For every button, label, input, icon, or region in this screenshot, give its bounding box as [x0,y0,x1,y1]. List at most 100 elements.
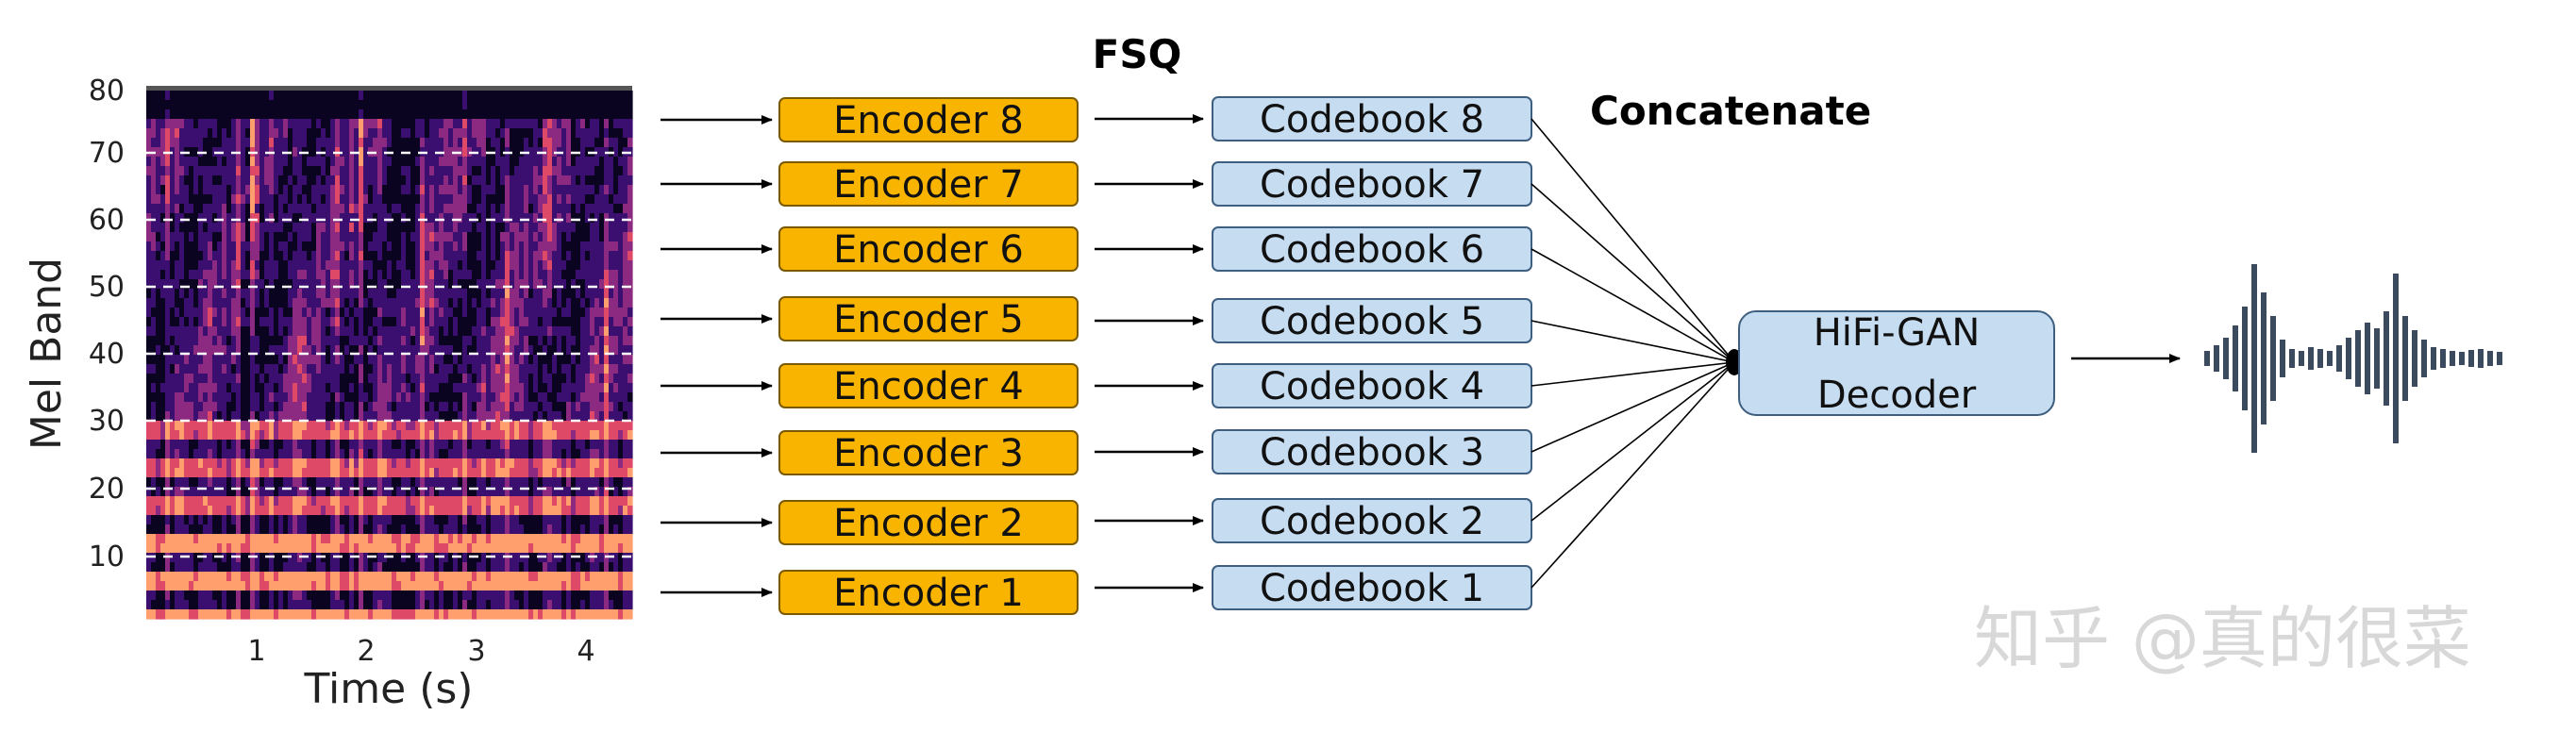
spectrogram-cell [429,109,435,120]
spectrogram-cell [406,317,411,327]
spectrogram-cell [448,496,454,507]
spectrogram-cell [443,251,449,261]
spectrogram-cell [311,468,317,478]
spectrogram-cell [519,374,525,384]
spectrogram-cell [179,279,185,290]
spectrogram-cell [429,534,435,544]
spectrogram-cell [377,487,383,497]
spectrogram-cell [349,402,355,412]
spectrogram-cell [505,543,510,554]
spectrogram-cell [297,383,303,393]
spectrogram-cell [231,477,237,488]
spectrogram-cell [495,251,501,261]
spectrogram-cell [462,487,468,497]
spectrogram-cell [307,260,312,271]
spectrogram-cell [311,119,317,129]
spectrogram-cell [486,534,492,544]
spectrogram-cell [510,374,515,384]
spectrogram-cell [160,553,166,563]
spectrogram-cell [392,524,397,535]
spectrogram-cell [382,345,388,356]
spectrogram-cell [514,119,520,129]
spectrogram-cell [255,100,260,110]
spectrogram-cell [491,383,496,393]
spectrogram-cell [533,383,539,393]
spectrogram-cell [354,449,360,459]
spectrogram-cell [519,223,525,233]
spectrogram-cell [278,270,284,280]
spectrogram-cell [477,524,482,535]
spectrogram-cell [462,609,468,620]
spectrogram-cell [184,440,190,450]
spectrogram-cell [259,430,265,441]
spectrogram-cell [453,317,459,327]
spectrogram-cell [505,260,510,271]
spectrogram-cell [477,213,482,224]
spectrogram-cell [382,534,388,544]
spectrogram-cell [179,402,185,412]
spectrogram-cell [420,279,426,290]
spectrogram-cell [321,260,326,271]
spectrogram-cell [212,487,218,497]
spectrogram-cell [392,609,397,620]
spectrogram-cell [439,119,444,129]
spectrogram-cell [170,166,176,176]
spectrogram-cell [462,185,468,195]
spectrogram-cell [344,194,350,205]
spectrogram-cell [189,591,194,601]
spectrogram-cell [236,562,242,573]
spectrogram-cell [552,270,558,280]
spectrogram-cell [198,100,204,110]
spectrogram-cell [255,392,260,403]
spectrogram-cell [439,496,444,507]
spectrogram-cell [552,298,558,308]
spectrogram-cell [269,232,275,242]
spectrogram-cell [179,609,185,620]
spectrogram-cell [274,421,279,431]
spectrogram-cell [415,591,421,601]
spectrogram-cell [307,251,312,261]
spectrogram-cell [519,345,525,356]
spectrogram-cell [477,430,482,441]
spectrogram-cell [524,581,529,591]
spectrogram-cell [297,260,303,271]
spectrogram-cell [524,421,529,431]
spectrogram-cell [226,119,232,129]
spectrogram-cell [302,175,308,186]
spectrogram-cell [160,468,166,478]
spectrogram-cell [250,204,256,214]
spectrogram-cell [415,524,421,535]
spectrogram-cell [212,591,218,601]
spectrogram-cell [495,260,501,271]
spectrogram-cell [510,100,515,110]
spectrogram-cell [146,336,152,346]
spectrogram-cell [557,487,562,497]
spectrogram-cell [250,468,256,478]
spectrogram-cell [495,157,501,167]
spectrogram-cell [340,279,345,290]
spectrogram-cell [226,345,232,356]
spectrogram-cell [373,185,378,195]
spectrogram-cell [255,562,260,573]
spectrogram-cell [491,402,496,412]
spectrogram-cell [510,138,515,148]
spectrogram-cell [241,241,246,252]
spectrogram-cell [217,289,223,299]
spectrogram-cell [500,336,506,346]
spectrogram-cell [377,204,383,214]
spectrogram-cell [203,364,209,374]
spectrogram-cell [146,279,152,290]
spectrogram-cell [439,421,444,431]
spectrogram-cell [236,204,242,214]
spectrogram-cell [363,128,369,139]
spectrogram-cell [382,298,388,308]
spectrogram-cell [505,336,510,346]
spectrogram-cell [236,402,242,412]
spectrogram-cell [160,147,166,158]
spectrogram-cell [396,194,402,205]
spectrogram-cell [406,477,411,488]
spectrogram-cell [396,308,402,318]
spectrogram-heatmap [146,91,633,620]
spectrogram-cell [491,119,496,129]
spectrogram-cell [193,440,199,450]
